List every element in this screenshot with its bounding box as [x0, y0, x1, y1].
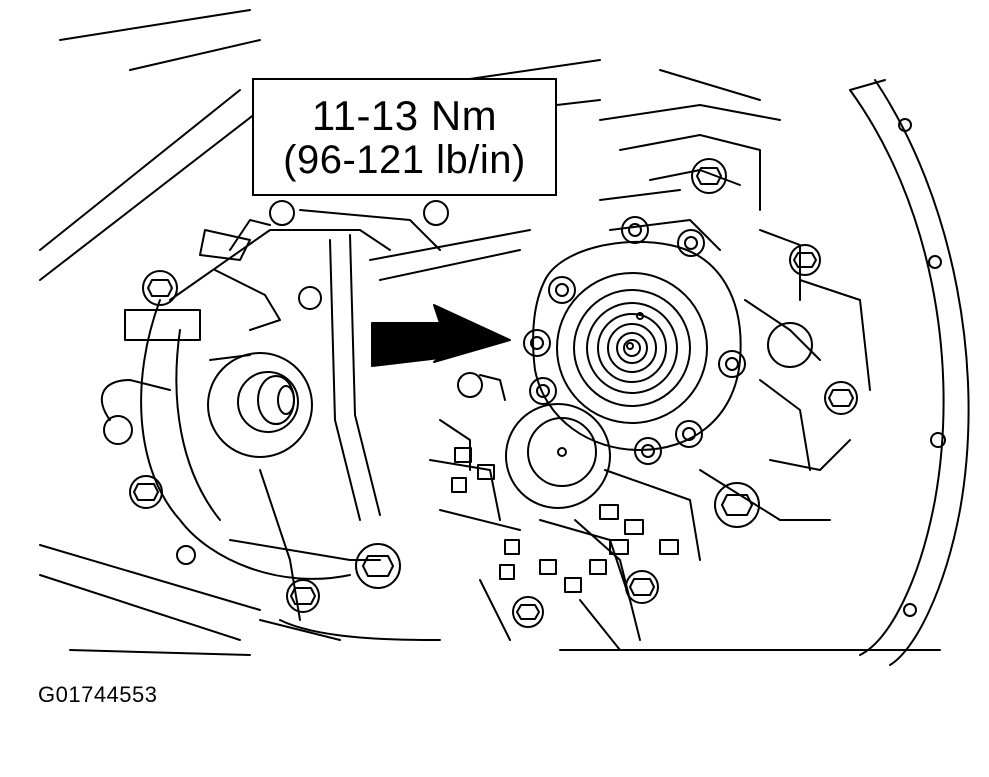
cover-bolt: [677, 229, 705, 257]
bolt: [269, 200, 449, 226]
bolt: [457, 372, 483, 398]
torque-metric-value: 11-13 Nm: [311, 92, 498, 139]
cover-bolt: [675, 420, 703, 448]
bolt: [355, 543, 401, 589]
cover-bolt: [548, 276, 576, 304]
bolt: [512, 596, 544, 628]
rib-grid: [451, 447, 679, 593]
arrow-right-icon: [371, 304, 511, 367]
cover-bolt: [529, 377, 557, 405]
cover-bolt: [634, 437, 662, 465]
housing-outline: [559, 79, 970, 666]
bolt: [691, 158, 727, 194]
lower-boss: [505, 403, 611, 509]
bolt: [625, 570, 659, 604]
cover-bolts: [523, 216, 746, 465]
case-bolts: [457, 158, 858, 628]
cover-bolt: [718, 350, 746, 378]
bolt: [789, 244, 821, 276]
bolt: [824, 381, 858, 415]
figure-id: G01744553: [38, 682, 158, 707]
bolt: [129, 475, 163, 509]
cover-bolt: [523, 329, 551, 357]
left-bolts: [129, 200, 449, 613]
cover-plate: [532, 240, 742, 451]
cover-bolt: [621, 216, 649, 244]
torque-spec-callout: 11-13 Nm (96-121 lb/in): [252, 78, 557, 196]
bolt: [714, 482, 760, 528]
left-output-seal: [207, 352, 313, 458]
bolt: [142, 270, 178, 306]
right-case-ribs: [369, 104, 871, 651]
bolt: [286, 579, 320, 613]
torque-imperial-value: (96-121 lb/in): [283, 138, 526, 182]
left-case: [100, 209, 441, 641]
